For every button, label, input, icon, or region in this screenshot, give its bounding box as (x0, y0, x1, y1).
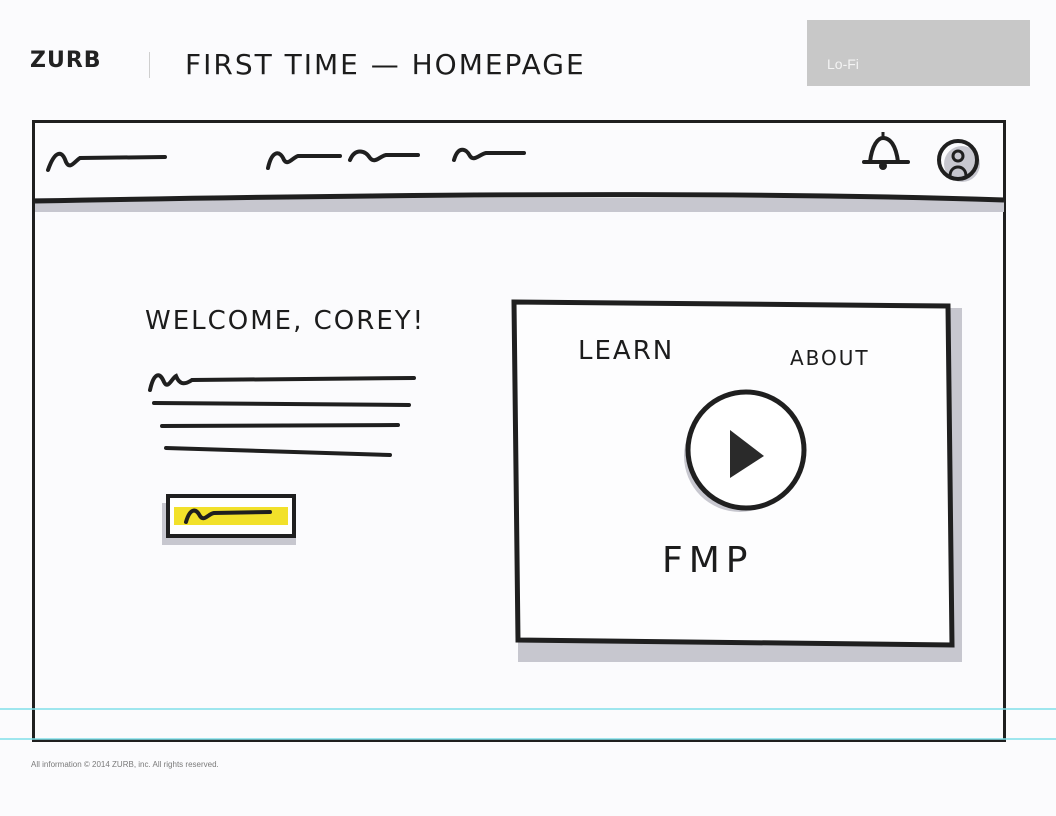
bell-icon[interactable] (862, 132, 910, 170)
zurb-logo: ZURB (30, 48, 102, 73)
learn-link[interactable]: LEARN (578, 336, 675, 366)
nav-item-3[interactable] (452, 147, 526, 162)
copyright-footer: All information © 2014 ZURB, inc. All ri… (31, 760, 219, 769)
navbar-shadow (35, 198, 1004, 212)
video-caption: FMP (662, 540, 754, 581)
play-icon (730, 430, 764, 478)
navbar-divider (34, 192, 1005, 204)
intro-text-line-1 (148, 373, 416, 392)
nav-item-1[interactable] (266, 151, 342, 170)
logo-divider (149, 52, 150, 78)
welcome-heading: WELCOME, COREY! (145, 306, 426, 336)
about-link[interactable]: ABOUT (790, 346, 870, 370)
intro-text-line-4 (164, 446, 392, 457)
fidelity-badge-label: Lo-Fi (827, 56, 859, 72)
intro-text-line-2 (152, 401, 411, 407)
navbar-logo-squiggle[interactable] (46, 151, 167, 172)
intro-text-line-3 (160, 423, 400, 428)
nav-item-2[interactable] (348, 149, 420, 163)
page-title: FIRST TIME — HOMEPAGE (185, 48, 586, 81)
wireframe-frame (32, 120, 1006, 742)
user-avatar-icon[interactable] (937, 139, 980, 182)
play-button[interactable] (684, 389, 807, 512)
fidelity-badge (807, 20, 1030, 86)
cta-button[interactable] (162, 494, 296, 545)
